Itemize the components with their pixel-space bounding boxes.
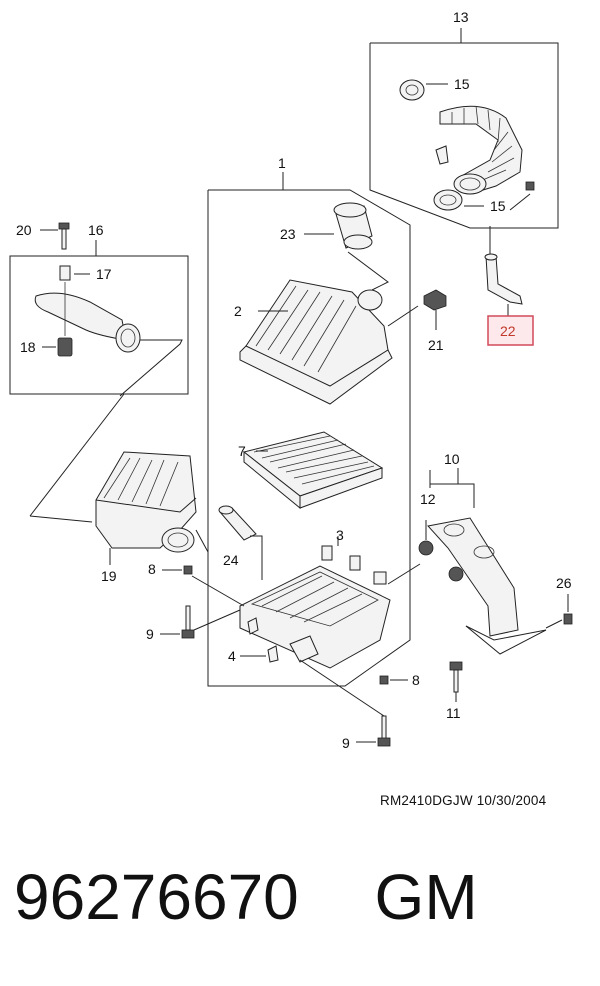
callout-9-upper: 9	[146, 626, 154, 642]
callout-10: 10	[444, 451, 460, 467]
callout-9-lower: 9	[342, 735, 350, 751]
callout-numbers: 1 2 3 4 7 8 8 9 9 10 11 12 13 15 15 16 1…	[16, 9, 572, 751]
callout-4: 4	[228, 648, 236, 664]
part-23-connector	[304, 202, 389, 291]
part-24-tube	[218, 505, 263, 580]
callout-1: 1	[278, 155, 286, 171]
callout-26: 26	[556, 575, 572, 591]
callout-11: 11	[446, 705, 461, 721]
part-22-hose	[484, 226, 523, 316]
callout-12: 12	[420, 491, 436, 507]
callout-15-upper: 15	[454, 76, 470, 92]
part-2-housing-cover	[239, 279, 419, 405]
part-10-bracket	[418, 468, 547, 655]
duct-group-frame	[369, 28, 559, 229]
resonator-group-frame	[9, 240, 189, 395]
part-8-nuts	[162, 565, 408, 685]
part-20-bolt	[40, 222, 70, 250]
part-26-nut	[545, 594, 573, 629]
callout-23: 23	[280, 226, 296, 242]
callout-18: 18	[20, 339, 36, 355]
diagram-reference-code: RM2410DGJW 10/30/2004	[380, 793, 547, 808]
part-brand: GM	[374, 861, 478, 933]
callout-13: 13	[453, 9, 469, 25]
part-9-studs	[160, 605, 391, 747]
exploded-parts-diagram: 1 2 3 4 7 8 8 9 9 10 11 12 13 15 15 16 1…	[9, 9, 573, 751]
callout-15-lower: 15	[490, 198, 506, 214]
highlight-box-22	[487, 315, 534, 346]
part-21-sensor	[423, 289, 447, 330]
callout-24: 24	[223, 552, 239, 568]
callout-19: 19	[101, 568, 117, 584]
callout-17: 17	[96, 266, 112, 282]
callout-16: 16	[88, 222, 104, 238]
part-16-inlet-duct	[34, 282, 183, 397]
callout-7: 7	[238, 443, 246, 459]
housing-group-frame	[207, 172, 411, 687]
callout-2: 2	[234, 303, 242, 319]
part-19-resonator-housing	[95, 451, 209, 565]
callout-8-upper: 8	[148, 561, 156, 577]
part-17-grommet	[59, 265, 90, 281]
callout-8-lower: 8	[412, 672, 420, 688]
part-3-lower-housing	[239, 536, 421, 669]
callout-21: 21	[428, 337, 444, 353]
part-13-intake-duct	[399, 79, 535, 211]
part-11-bolt	[449, 661, 463, 702]
resonator-to-19-leaders	[29, 393, 125, 523]
part-4-clips	[240, 617, 279, 663]
part-18-mount	[42, 337, 73, 357]
part-identification: 96276670 GM	[14, 862, 478, 932]
part-7-filter-element	[242, 431, 384, 510]
callout-20: 20	[16, 222, 32, 238]
part-number: 96276670	[14, 861, 299, 933]
callout-22: 22	[500, 323, 516, 339]
callout-3: 3	[336, 527, 344, 543]
